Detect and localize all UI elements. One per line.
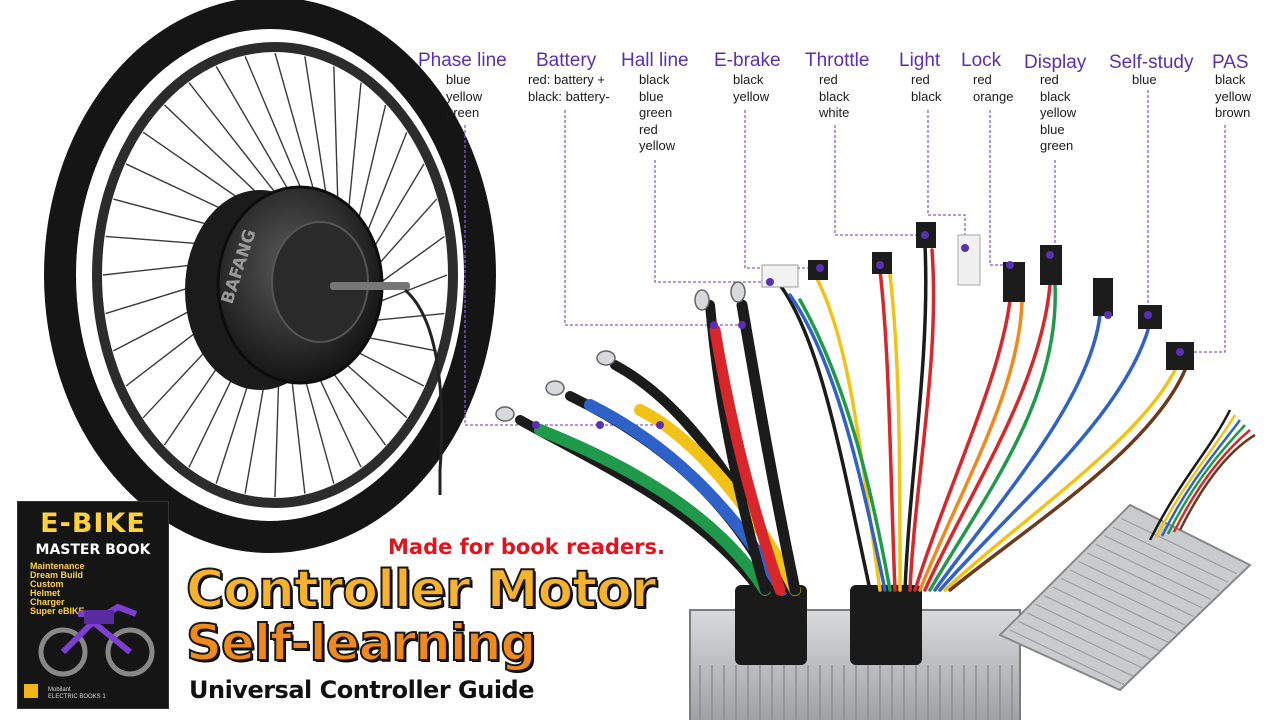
wire-color: brown — [1215, 105, 1251, 121]
headline-line2: Self-learning — [185, 613, 537, 673]
label-display: Display — [1024, 52, 1087, 73]
wire-color: yellow — [639, 138, 676, 154]
wire-color: yellow — [733, 88, 770, 104]
guide-dots — [532, 231, 1184, 429]
label-battery: Battery — [536, 50, 597, 71]
book-bike-illustration — [24, 603, 155, 698]
connectors — [761, 222, 1194, 370]
wire-color: black — [911, 88, 942, 104]
wire-color: red — [819, 72, 838, 87]
wire-color: green — [639, 105, 673, 121]
wire-color: black — [639, 72, 670, 87]
wire-color: orange — [973, 88, 1014, 104]
label-phase: Phase line — [418, 50, 507, 71]
controller-large — [689, 585, 1021, 720]
wire-color: red: battery + — [528, 72, 605, 87]
wire-color: blue — [639, 88, 664, 104]
label-selfstudy: Self-study — [1109, 52, 1194, 73]
wire-color: red — [911, 72, 930, 87]
tire — [44, 0, 496, 553]
wire-color: blue — [446, 72, 471, 87]
wire-color: yellow — [1040, 105, 1077, 121]
wire-color: black — [733, 72, 764, 87]
headline-line1: Controller Motor — [185, 559, 657, 621]
headline-tagline: Made for book readers. — [388, 535, 665, 559]
guide-lines — [464, 90, 1226, 426]
wire-color: black: battery- — [528, 88, 610, 104]
wire-color: green — [446, 105, 480, 121]
wire-color: red — [973, 72, 992, 87]
wire-color: white — [819, 105, 850, 121]
book-title: E-BIKE — [40, 508, 146, 539]
label-throttle: Throttle — [805, 50, 870, 71]
wire-color: red — [1040, 72, 1059, 87]
ring-terminals — [495, 281, 746, 422]
motor-cable — [404, 288, 444, 495]
label-battery-wires: red: battery +black: battery- — [528, 72, 610, 105]
hub-motor: BAFANG — [185, 185, 410, 390]
headline-line3: Universal Controller Guide — [189, 676, 535, 704]
label-selfstudy-wires: blue — [1132, 72, 1157, 89]
wire-color: black — [819, 88, 850, 104]
rim — [92, 42, 458, 508]
wire-bundle — [515, 243, 1187, 596]
wire-color: blue — [1040, 121, 1065, 137]
wire-color: black — [1215, 72, 1246, 87]
wire-color: blue — [1132, 72, 1157, 87]
controller-small — [998, 409, 1256, 692]
wire-color: black — [1040, 88, 1071, 104]
label-lock: Lock — [961, 50, 1002, 71]
wire-color: yellow — [446, 88, 483, 104]
book-subtitle: MASTER BOOK — [35, 542, 151, 558]
wire-color: yellow — [1215, 88, 1252, 104]
label-pas: PAS — [1212, 52, 1249, 73]
wire-color: red — [639, 121, 658, 137]
label-ebrake: E-brake — [714, 50, 781, 71]
label-light: Light — [899, 50, 941, 71]
wire-color: green — [1040, 138, 1074, 154]
label-hall: Hall line — [621, 50, 689, 71]
wheel: BAFANG — [44, 0, 496, 553]
